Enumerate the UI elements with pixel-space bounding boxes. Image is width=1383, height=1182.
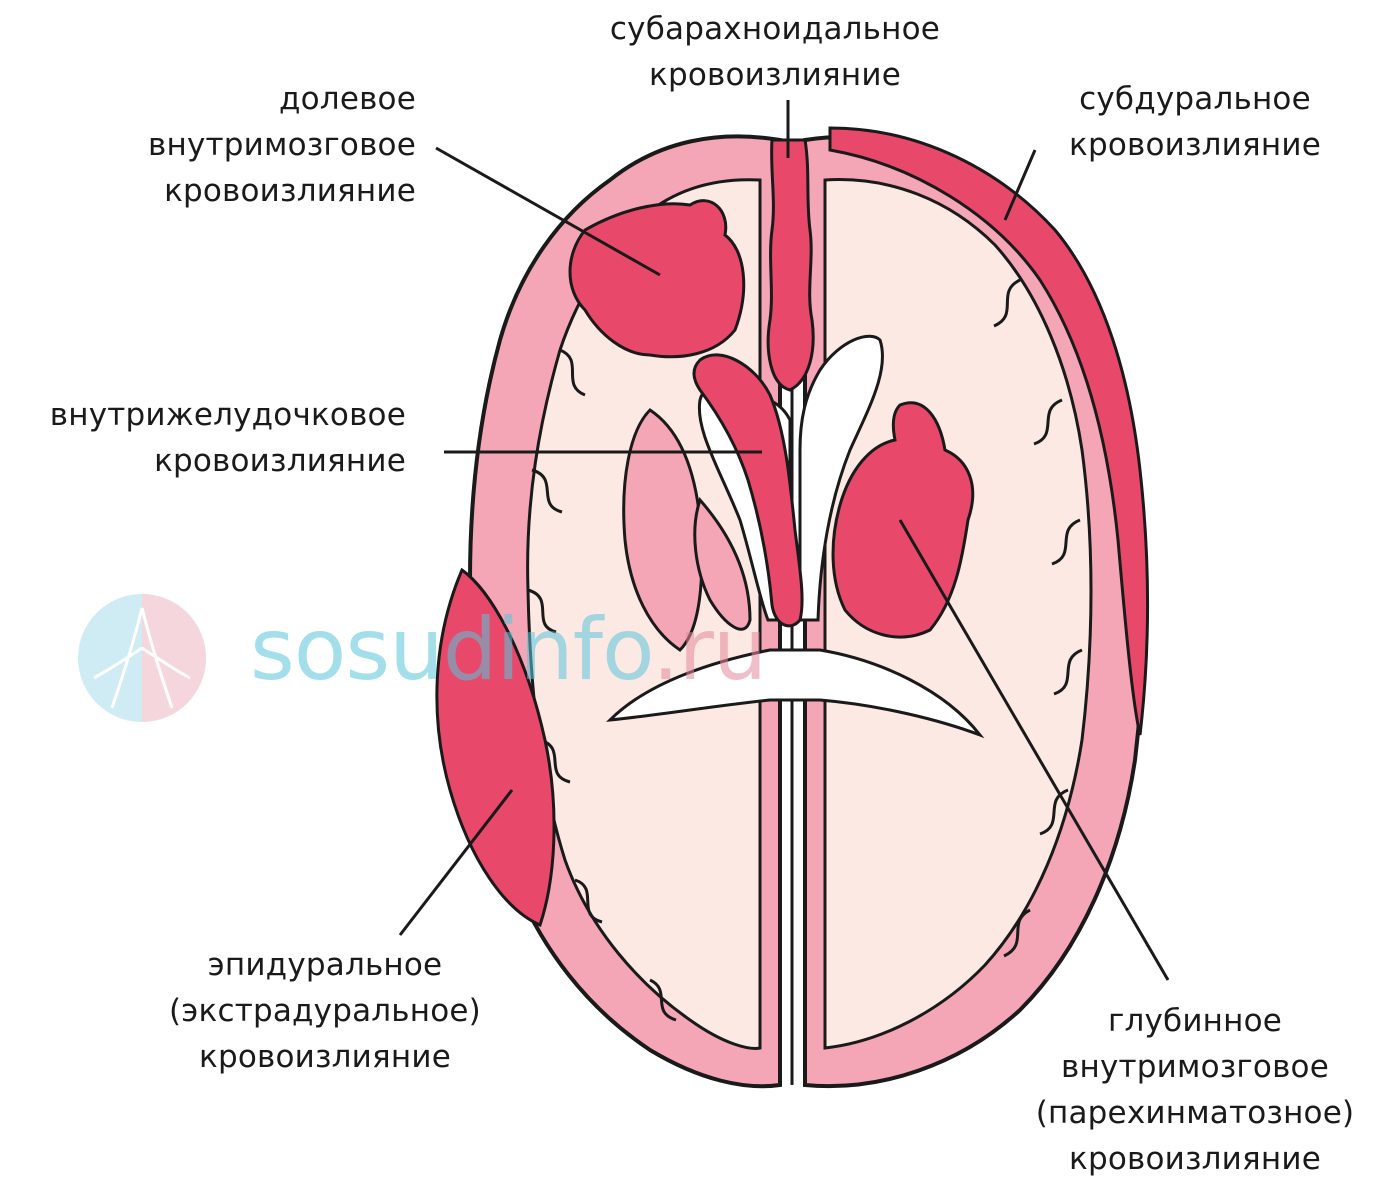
label-subdural-hemorrhage: субдуральное кровоизлияние (1030, 76, 1360, 168)
watermark-logo-icon (72, 588, 212, 728)
label-subarachnoid-hemorrhage: субарахноидальное кровоизлияние (560, 6, 990, 98)
label-deep-intracerebral-hemorrhage: глубинное внутримозговое (парехинматозно… (1010, 998, 1380, 1182)
label-lobar-intracerebral-hemorrhage: долевое внутримозговое кровоизлияние (60, 76, 416, 214)
subarachnoid-hemorrhage (768, 140, 813, 390)
label-intraventricular-hemorrhage: внутрижелудочковое кровоизлияние (0, 392, 406, 484)
watermark-text: sosudinfo.ru (250, 600, 766, 700)
watermark: sosudinfo.ru (72, 588, 832, 728)
label-epidural-hemorrhage: эпидуральное (экстрадуральное) кровоизли… (120, 942, 530, 1080)
